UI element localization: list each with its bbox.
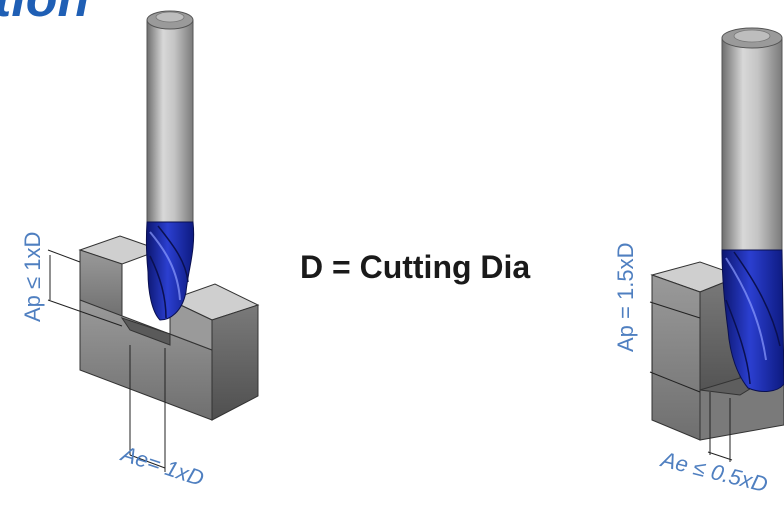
right-end-mill-shank (721, 37, 783, 251)
end-mill-shank (146, 19, 194, 223)
block-end-face (211, 304, 259, 421)
ae-dimension-line (129, 454, 166, 469)
cutting-diameter-definition: D = Cutting Dia (300, 249, 530, 285)
right-block-front-face (651, 274, 701, 441)
right-depth-of-cut-label: Ap = 1.5xD (613, 243, 638, 352)
left-slotting-diagram: Ap ≤ 1xD Ae= 1xD (20, 10, 260, 491)
right-end-mill-flutes (721, 249, 784, 392)
slot-wall-face (169, 299, 213, 351)
end-mill-flutes (145, 221, 195, 321)
right-ae-dimension-line (707, 451, 733, 461)
width-of-cut-label: Ae= 1xD (117, 440, 208, 491)
title-fragment: tion (0, 0, 89, 28)
depth-of-cut-label: Ap ≤ 1xD (20, 232, 45, 322)
right-side-milling-diagram: Ap = 1.5xD Ae ≤ 0.5xD (613, 27, 784, 497)
slot-floor (120, 317, 171, 346)
